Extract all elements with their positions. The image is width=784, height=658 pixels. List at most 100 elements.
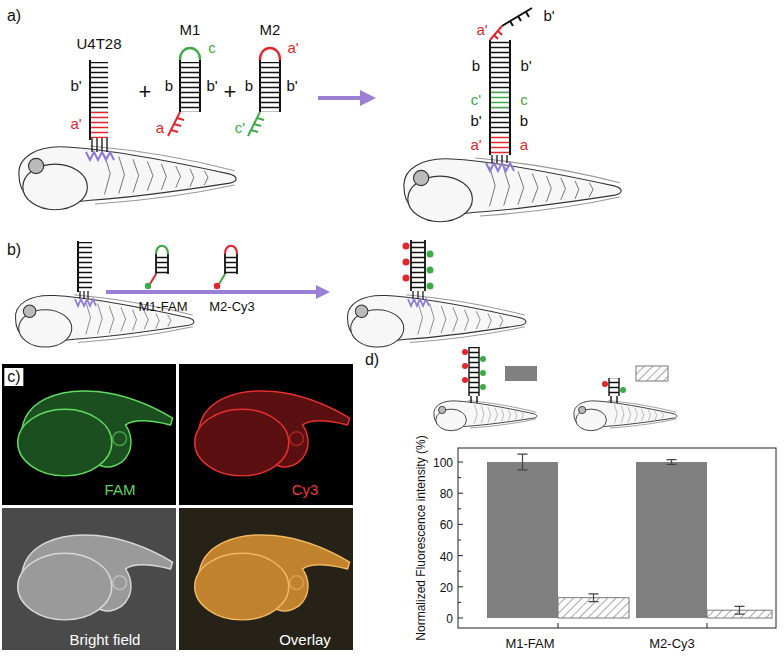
domain-label-holder: a' (70, 116, 81, 132)
embryo-brightfield (18, 535, 173, 620)
dna-stem (411, 240, 425, 291)
domain-label: c (520, 92, 528, 107)
category-label-holder: M1-FAM (505, 635, 554, 651)
panel-label: Overlay (279, 632, 331, 647)
image-ground (179, 508, 353, 650)
tick-label: 60 (440, 519, 453, 531)
lipid-anchor (486, 163, 514, 171)
tick-label-holder: 100 (433, 454, 453, 470)
image-panel: FAM (2, 364, 176, 505)
dna-backbone (469, 347, 479, 403)
m2-cy3-hairpin (214, 246, 237, 289)
category-label-holder: M2-Cy3 (649, 635, 695, 651)
zebrafish (574, 401, 677, 431)
plus-sign-holder: + (139, 81, 152, 103)
image-ground (179, 364, 353, 505)
lipid-anchor (86, 152, 114, 160)
hairpin-loop (156, 246, 168, 254)
panel-label-holder: Cy3 (292, 482, 319, 498)
panel-letter: d) (365, 352, 379, 368)
panel-label-holder: Bright field (70, 632, 141, 648)
panel-letter: c) (4, 368, 23, 386)
tick-label-holder: 80 (440, 485, 453, 501)
zebrafish (19, 146, 236, 210)
dye-dots-part (462, 349, 468, 355)
embryo-fam (18, 391, 173, 476)
image-panel: Overlay (179, 508, 353, 650)
reaction-arrow (318, 90, 376, 106)
axis-title-holder: Normalized Fluorescence intensity (%) (412, 435, 428, 640)
product-fish (404, 8, 621, 222)
dangling-tail (502, 8, 532, 26)
zebrafish (404, 158, 621, 222)
toehold-tail (248, 112, 264, 136)
tick-label-holder: 20 (440, 579, 453, 595)
fam-dye (145, 283, 151, 289)
arrow-head (316, 285, 330, 299)
category-label: M2-Cy3 (649, 637, 695, 650)
domain-label: b (165, 78, 173, 93)
domain-label-holder: c' (235, 120, 245, 136)
domain-label: a' (470, 137, 481, 152)
dna-backbone (156, 253, 168, 274)
dye-dots-part (462, 377, 468, 383)
dna-stem (260, 62, 280, 112)
panel-letter: b) (7, 242, 21, 258)
domain-label-holder: b' (286, 78, 297, 94)
dna-backbone (225, 253, 237, 274)
image-panel: Cy3 (179, 364, 353, 505)
molecule-name: U4T28 (76, 36, 121, 51)
anchor-legs (92, 138, 107, 152)
domain-label-holder: a (520, 137, 528, 153)
panel-label: Bright field (70, 632, 141, 647)
dna-backbone (609, 378, 619, 403)
molecule-name: M2 (260, 22, 281, 37)
toehold-tail (150, 274, 156, 284)
domain-label: b' (543, 8, 554, 23)
dye-dots-part (427, 251, 434, 258)
dna-backbone (77, 241, 79, 292)
dna-stem (180, 62, 200, 112)
domain-label: c' (235, 120, 245, 135)
domain-label: b (520, 113, 528, 128)
probe-name: M2-Cy3 (209, 300, 255, 313)
domain-label-holder: b (520, 113, 528, 129)
arrow-head (360, 90, 376, 106)
tick-label-holder: 40 (440, 548, 453, 564)
dna-stem (490, 108, 510, 135)
domain-label-holder: b' (520, 58, 531, 74)
domain-label: a (520, 137, 528, 152)
panel-letter-holder: d) (365, 352, 379, 368)
b-start-fish (16, 241, 194, 347)
dye-dots-part (480, 384, 486, 390)
domain-label-holder: b' (206, 78, 217, 94)
tick-label: 100 (433, 457, 453, 469)
domain-label: c' (471, 92, 481, 107)
dna-strand (90, 112, 108, 138)
molecule-name-holder: M1 (180, 22, 201, 38)
dna-stem (609, 378, 619, 396)
tick-label: 80 (440, 488, 453, 500)
solid-swatch (505, 366, 537, 381)
toehold-tail (168, 112, 184, 136)
domain-label-holder: b' (543, 8, 554, 24)
dna-stem (156, 254, 168, 274)
anchor-legs (413, 291, 423, 299)
domain-label: b' (520, 58, 531, 73)
dye-dots (403, 243, 434, 290)
axis-ticks (458, 462, 707, 628)
arrow-shaft (318, 96, 362, 100)
domain-label: b' (286, 78, 297, 93)
domain-label: a' (287, 40, 298, 55)
plus-sign-holder: + (224, 81, 237, 103)
error-bars (518, 454, 745, 614)
domain-label: c (208, 40, 216, 55)
arrow-shaft (106, 290, 318, 294)
domain-label-holder: a' (470, 137, 481, 153)
domain-label: a' (70, 116, 81, 131)
dna-backbone (180, 60, 200, 112)
plus-sign: + (224, 81, 237, 103)
domain-label-holder: c (520, 92, 528, 108)
